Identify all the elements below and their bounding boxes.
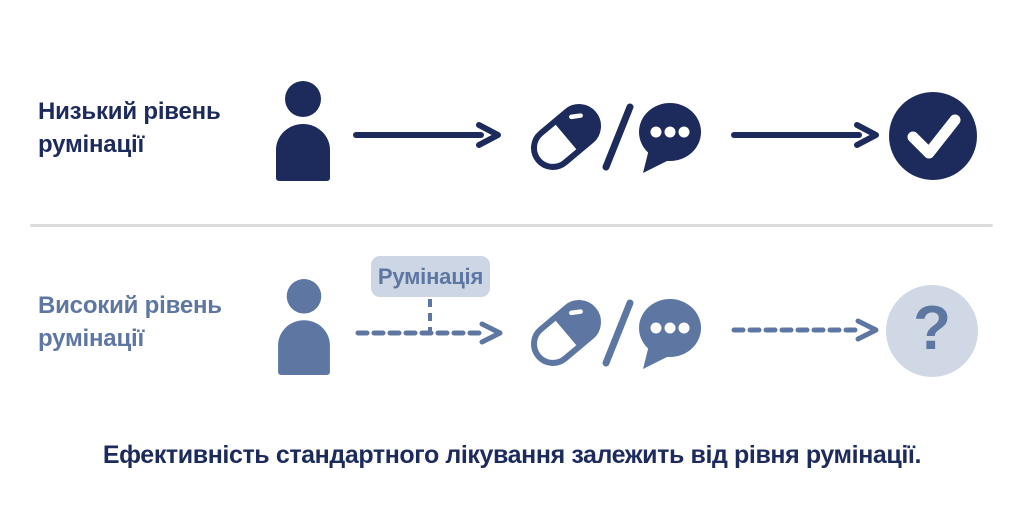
dashed-arrow-right-icon	[731, 318, 879, 342]
low-rumination-label: Низький рівень румінації	[38, 98, 221, 158]
question-mark: ?	[913, 294, 951, 363]
chat-bubble-icon	[639, 103, 701, 173]
arrow-right-icon	[731, 122, 879, 148]
pill-icon	[530, 300, 602, 366]
person-icon	[278, 279, 330, 375]
high-rumination-label: Високий рівень румінації	[38, 292, 222, 352]
checkmark-circle-icon	[889, 92, 977, 180]
or-slash-icon	[602, 299, 634, 367]
rumination-tag: Румінація	[371, 256, 490, 297]
divider	[30, 224, 993, 227]
caption: Ефективність стандартного лікування зале…	[102, 441, 922, 469]
dashed-arrow-right-icon	[355, 321, 503, 345]
dashed-connector-line	[428, 299, 432, 335]
question-circle-icon: ?	[886, 285, 978, 377]
or-slash-icon	[602, 103, 634, 171]
arrow-right-icon	[353, 122, 501, 148]
person-icon	[276, 81, 330, 181]
chat-bubble-icon	[639, 299, 701, 369]
pill-icon	[530, 104, 602, 170]
